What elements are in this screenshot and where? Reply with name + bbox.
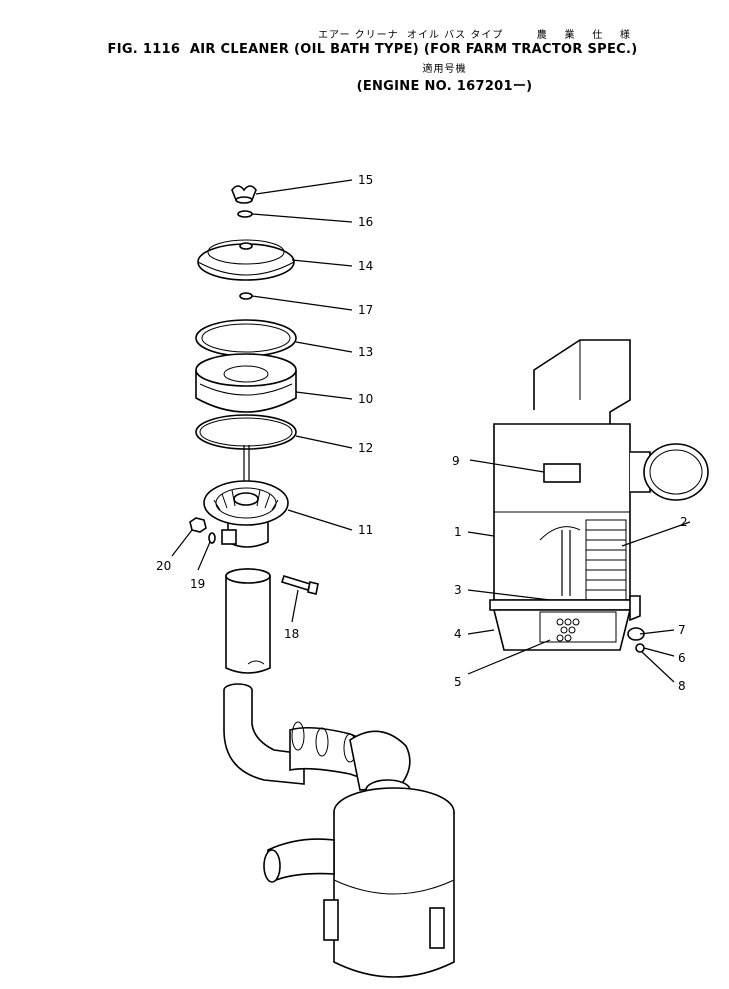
- callout-6: 6: [678, 651, 686, 665]
- snap-ring-part: [239, 292, 253, 300]
- callout-14: 14: [358, 259, 373, 273]
- seal-ring-part: [195, 414, 297, 450]
- filter-element-part: [195, 353, 297, 413]
- inlet-pipe-part: [225, 568, 271, 674]
- callout-15: 15: [358, 173, 373, 187]
- callout-16: 16: [358, 215, 373, 229]
- bolt-part: [280, 575, 319, 595]
- callout-10: 10: [358, 392, 373, 406]
- lock-washer-part: [208, 532, 216, 544]
- japanese-applicable-label: 適用号機: [422, 64, 467, 75]
- callout-11: 11: [358, 523, 373, 537]
- callout-4: 4: [454, 627, 462, 641]
- callout-19: 19: [190, 577, 205, 591]
- leader-lines: [171, 179, 691, 683]
- callout-1: 1: [454, 525, 462, 539]
- callout-7: 7: [678, 623, 686, 637]
- wing-nut-part: [231, 185, 257, 204]
- engine-number: (ENGINE NO. 167201ー): [356, 79, 533, 94]
- callout-12: 12: [358, 441, 373, 455]
- callout-18: 18: [284, 627, 299, 641]
- figure-title: FIG. 1116 AIR CLEANER (OIL BATH TYPE) (F…: [107, 42, 638, 57]
- callout-2: 2: [680, 515, 688, 529]
- callout-9: 9: [452, 454, 460, 468]
- washer-part: [237, 210, 253, 218]
- nut-part: [189, 517, 207, 533]
- callout-17: 17: [358, 303, 373, 317]
- gasket-part: [195, 319, 297, 357]
- sectional-view: [489, 339, 709, 653]
- assembled-air-cleaner-view: [223, 683, 455, 978]
- callout-8: 8: [678, 679, 686, 693]
- callout-5: 5: [454, 675, 462, 689]
- callout-3: 3: [454, 583, 462, 597]
- cover-part: [197, 239, 295, 281]
- callout-20: 20: [156, 559, 171, 573]
- japanese-title: エアー クリーナ オイル バス タイプ 農 業 仕 様: [318, 30, 631, 41]
- callout-13: 13: [358, 345, 373, 359]
- filter-body-part: [203, 445, 289, 548]
